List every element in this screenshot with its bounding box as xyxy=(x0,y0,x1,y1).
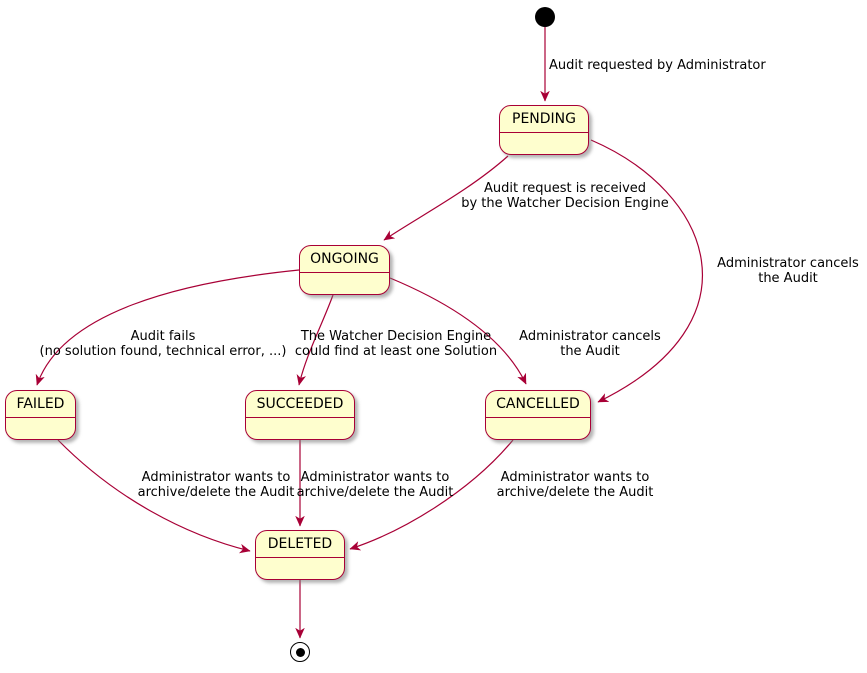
state-succeeded: SUCCEEDED xyxy=(245,390,355,440)
transition-label-init-to-pending: Audit requested by Administrator xyxy=(549,58,766,73)
edge-ongoing-to-cancelled xyxy=(389,277,527,385)
state-failed: FAILED xyxy=(5,390,76,440)
state-pending-label: PENDING xyxy=(500,106,588,133)
edge-cancelled-to-deleted xyxy=(349,439,514,551)
state-ongoing-label: ONGOING xyxy=(300,246,389,273)
edge-pending-to-cancelled xyxy=(590,139,704,403)
transition-label-cancelled-to-deleted: Administrator wants to archive/delete th… xyxy=(496,470,654,501)
transition-label-ongoing-to-failed: Audit fails (no solution found, technica… xyxy=(39,329,287,360)
transition-label-pending-to-cancelled: Administrator cancels the Audit xyxy=(717,256,859,287)
state-pending: PENDING xyxy=(499,105,589,155)
initial-state-node xyxy=(535,7,555,27)
state-ongoing: ONGOING xyxy=(299,245,390,295)
state-deleted: DELETED xyxy=(255,530,345,580)
state-deleted-body xyxy=(256,558,344,579)
edge-ongoing-to-failed xyxy=(35,269,300,386)
transition-label-pending-to-ongoing: Audit request is received by the Watcher… xyxy=(461,181,669,212)
final-state-dot xyxy=(295,647,305,657)
state-failed-body xyxy=(6,418,75,439)
state-succeeded-body xyxy=(246,418,354,439)
transition-label-ongoing-to-cancelled: Administrator cancels the Audit xyxy=(519,329,661,360)
state-pending-body xyxy=(500,133,588,154)
state-cancelled-label: CANCELLED xyxy=(486,391,590,418)
state-cancelled-body xyxy=(486,418,590,439)
state-failed-label: FAILED xyxy=(6,391,75,418)
edge-ongoing-to-succeeded xyxy=(296,294,334,386)
state-cancelled: CANCELLED xyxy=(485,390,591,440)
transition-label-succeeded-to-deleted: Administrator wants to archive/delete th… xyxy=(296,470,454,501)
transition-label-ongoing-to-succeeded: The Watcher Decision Engine could find a… xyxy=(294,329,498,360)
final-state-node xyxy=(290,642,310,662)
edge-pending-to-ongoing xyxy=(383,155,509,241)
state-deleted-label: DELETED xyxy=(256,531,344,558)
edge-failed-to-deleted xyxy=(57,439,251,554)
state-ongoing-body xyxy=(300,273,389,294)
state-succeeded-label: SUCCEEDED xyxy=(246,391,354,418)
transition-label-failed-to-deleted: Administrator wants to archive/delete th… xyxy=(137,470,295,501)
